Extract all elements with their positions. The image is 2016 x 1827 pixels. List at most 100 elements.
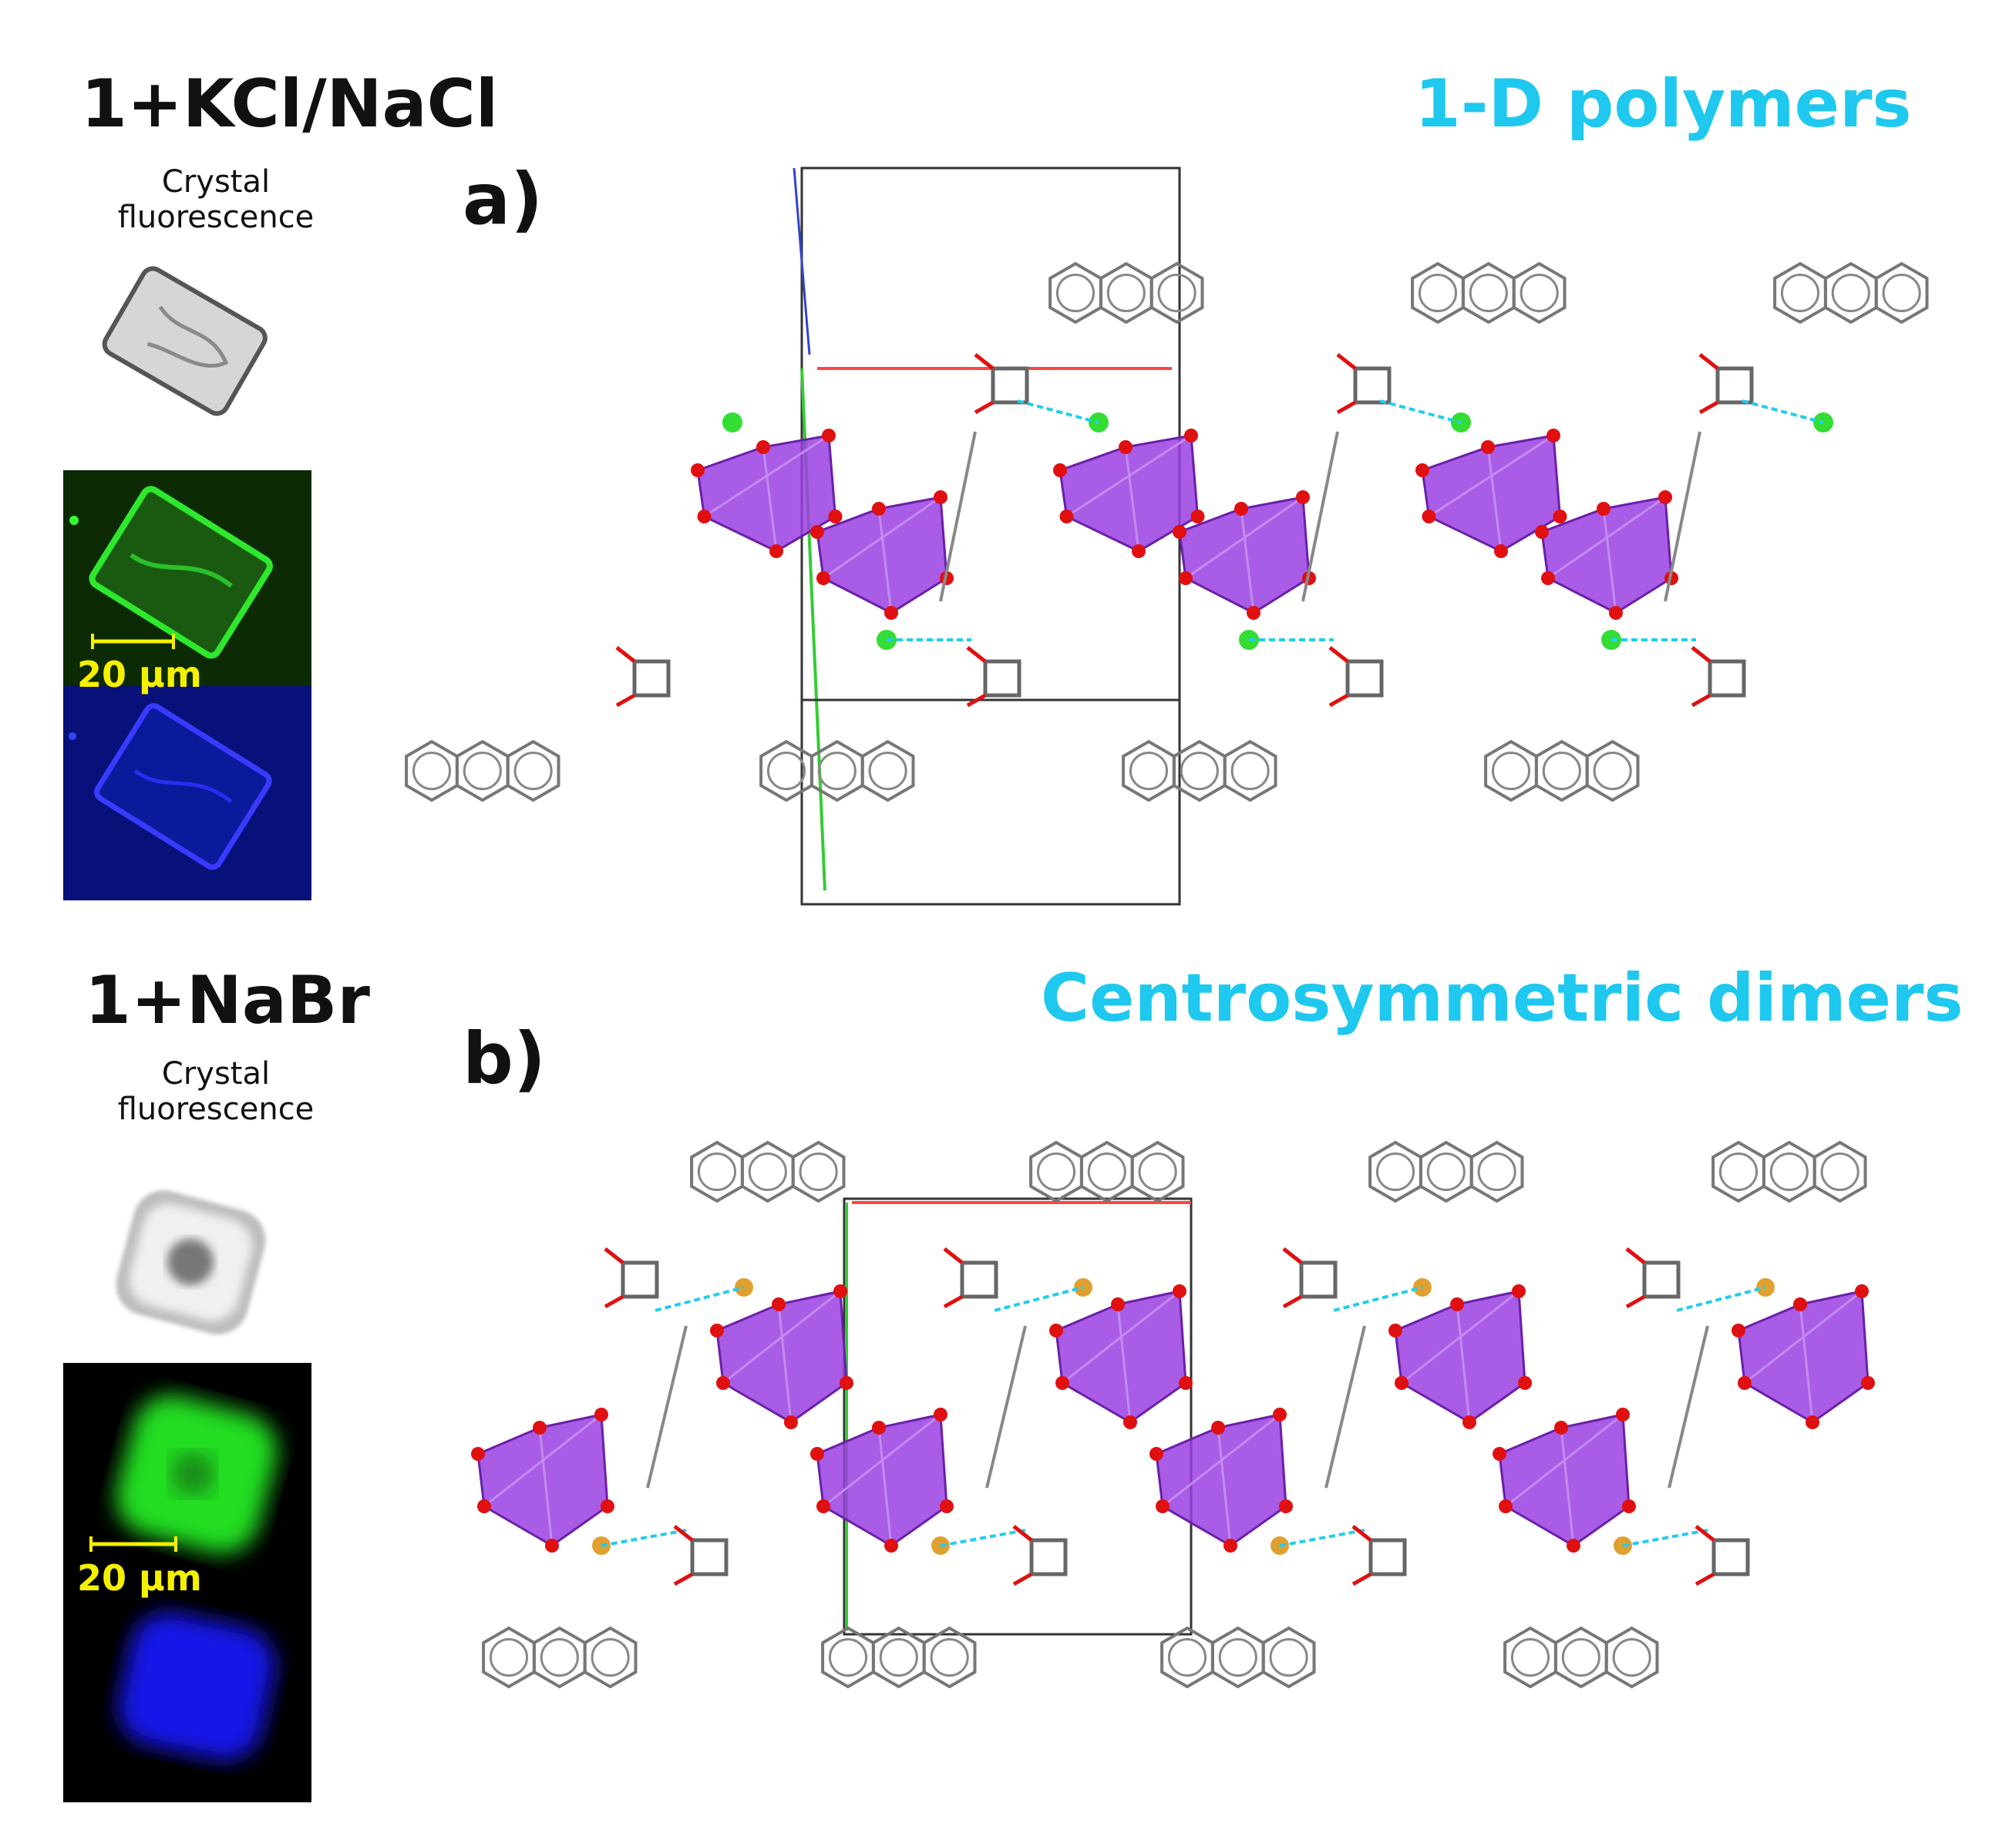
na-polyhedron-lower-b1-edge <box>823 1413 941 1508</box>
scale-bar-label-top: 20 µm <box>77 654 202 695</box>
na-polyhedron-lower-b1-oxygen-atom <box>872 1421 886 1435</box>
compound-label-bottom: 1+NaBr <box>85 962 370 1039</box>
anthracene-top-b2-ring <box>1469 1140 1524 1203</box>
squaramide-bottom-b3 <box>1711 1538 1750 1576</box>
squaramide-bottom-b2-oxo <box>1351 1572 1372 1586</box>
anthracene-top-b0-ring <box>791 1140 846 1203</box>
anthracene-top-b1-ring-inner <box>1087 1152 1126 1192</box>
anthracene-top-b3-ring-inner <box>1718 1152 1759 1192</box>
na-polyhedron-lower-b1-oxygen-atom <box>816 1499 830 1513</box>
anthracene-top-b0-ring-inner <box>799 1152 838 1192</box>
linker-b <box>985 1325 1027 1489</box>
anthracene-top-b3-ring <box>1812 1140 1867 1203</box>
hydrogen-bond-b <box>1279 1529 1365 1547</box>
anthracene-bottom-a1-ring-inner <box>1230 751 1270 791</box>
crystal-blue-fluorescence-image-top <box>63 686 311 900</box>
squaramide-top-b1-oxo <box>943 1247 964 1264</box>
squaramide-bottom-b0-oxo <box>673 1572 694 1586</box>
hydrogen-bond-b <box>1333 1286 1423 1312</box>
k-polyhedron-a0-oxygen-atom <box>691 463 705 477</box>
anthracene-bottom-b0-ring <box>583 1626 638 1689</box>
na-polyhedron-lower-b1-edge <box>877 1427 893 1546</box>
crystal-green-fluorescence-image-top <box>63 470 311 686</box>
na-polyhedron-lower-b0-oxygen-atom <box>594 1408 608 1422</box>
anthracene-top-a0-ring-inner <box>1106 273 1146 313</box>
squaramide-top-a1-oxo <box>1336 400 1357 415</box>
na-polyhedron-a1-oxygen-atom <box>1247 606 1260 620</box>
k-polyhedron-a1-edge <box>1124 446 1140 552</box>
anthracene-bottom-a2-ring-inner <box>1491 751 1531 791</box>
na-polyhedron-lower-b1-oxygen-atom <box>934 1408 947 1422</box>
structure-title-bottom: Centrosymmetric dimers <box>1041 960 1964 1037</box>
squaramide-bottom-b0 <box>690 1538 729 1576</box>
anthracene-top-a1-ring <box>1512 261 1567 325</box>
anthracene-top-b2-ring-inner <box>1477 1152 1516 1192</box>
na-polyhedron-a2-edge <box>1547 496 1666 580</box>
na-polyhedron-upper-b3-oxygen-atom <box>1806 1415 1819 1429</box>
anthracene-top-b1-ring <box>1130 1140 1185 1203</box>
anthracene-bottom-b3-ring-inner <box>1612 1637 1651 1677</box>
na-polyhedron-a1-oxygen-atom <box>1173 525 1186 539</box>
k-polyhedron-a0-oxygen-atom <box>822 429 836 442</box>
linker-b <box>1668 1325 1709 1489</box>
na-polyhedron-a0-oxygen-atom <box>872 502 886 516</box>
na-polyhedron-upper-b0-oxygen-atom <box>784 1415 798 1429</box>
anthracene-bottom-b3-ring-inner <box>1561 1637 1600 1677</box>
na-polyhedron-upper-b3-edge <box>1744 1290 1863 1385</box>
anthracene-top-a1-ring-inner <box>1520 273 1559 313</box>
na-polyhedron-lower-b2-edge <box>1217 1427 1232 1546</box>
anthracene-bottom-a0-ring <box>860 739 915 802</box>
anthracene-bottom-a1-ring <box>1223 739 1277 802</box>
anthracene-bottom-b2-ring-inner <box>1167 1637 1207 1677</box>
squaramide-bottom-a1-oxo <box>1328 693 1349 708</box>
structure-title-top: 1-D polymers <box>1415 66 1912 143</box>
k-polyhedron-a0-oxygen-atom <box>769 544 783 558</box>
na-polyhedron-lower-b0-oxygen-atom <box>601 1499 614 1513</box>
k-polyhedron-a1-oxygen-atom <box>1132 544 1146 558</box>
anthracene-bottom-a1-ring-inner <box>1129 751 1169 791</box>
na-polyhedron-lower-b2-oxygen-atom <box>1211 1421 1225 1435</box>
na-polyhedron-upper-b2-oxygen-atom <box>1512 1284 1526 1298</box>
na-polyhedron-lower-b3-edge <box>1505 1413 1624 1508</box>
na-polyhedron-upper-b2-edge <box>1456 1304 1471 1423</box>
anthracene-bottom-a2-ring <box>1585 739 1640 802</box>
squaramide-bottom-a-left-oxo <box>615 646 636 663</box>
na-polyhedron-lower-b1 <box>816 1413 948 1547</box>
hydrogen-bond-b <box>994 1286 1084 1312</box>
na-polyhedron-upper-b0-oxygen-atom <box>710 1324 724 1337</box>
anthracene-top-a2-ring <box>1874 261 1929 325</box>
na-polyhedron-upper-b2-oxygen-atom <box>1388 1324 1402 1337</box>
squaramide-top-b2-oxo <box>1282 1247 1303 1264</box>
squaramide-bottom-a2-oxo <box>1691 646 1711 663</box>
squaramide-top-b1 <box>960 1260 998 1299</box>
na-polyhedron-upper-b3-oxygen-atom <box>1793 1297 1807 1311</box>
squaramide-top-b0-oxo <box>604 1247 624 1264</box>
na-polyhedron-a1-edge <box>1240 508 1255 614</box>
anthracene-top-b3-ring-inner <box>1769 1152 1809 1192</box>
na-polyhedron-lower-b2 <box>1155 1413 1287 1547</box>
na-polyhedron-upper-b0-oxygen-atom <box>833 1284 847 1298</box>
anthracene-top-b0-ring-inner <box>697 1152 737 1192</box>
na-polyhedron-lower-b1-oxygen-atom <box>884 1539 898 1553</box>
squaramide-bottom-a0-oxo <box>966 646 987 663</box>
na-polyhedron-a2-oxygen-atom <box>1658 490 1672 504</box>
na-polyhedron-lower-b3-oxygen-atom <box>1493 1447 1506 1461</box>
squaramide-bottom-b1 <box>1029 1538 1068 1576</box>
na-polyhedron-upper-b1-oxygen-atom <box>1111 1297 1125 1311</box>
anthracene-bottom-b2-ring <box>1261 1626 1316 1689</box>
squaramide-top-a2 <box>1715 366 1754 405</box>
anthracene-bottom-a2-ring-inner <box>1542 751 1581 791</box>
anthracene-bottom-b3-ring <box>1604 1626 1659 1689</box>
anthracene-bottom-b1-ring-inner <box>879 1637 918 1677</box>
squaramide-bottom-a0-oxo <box>966 693 987 708</box>
anthracene-bottom-a0-ring-inner <box>868 751 907 791</box>
panel-letter-a: a) <box>463 158 544 241</box>
na-polyhedron-lower-b3-oxygen-atom <box>1622 1499 1636 1513</box>
na-polyhedron-a2-oxygen-atom <box>1609 606 1623 620</box>
na-polyhedron-a0-edge <box>823 496 941 580</box>
k-polyhedron-a2-edge <box>1428 434 1554 518</box>
panel-letter-b: b) <box>463 1018 546 1100</box>
anthracene-top-a2-ring-inner <box>1882 273 1921 313</box>
na-polyhedron-lower-b2-oxygen-atom <box>1273 1408 1287 1422</box>
na-polyhedron-upper-b0-oxygen-atom <box>772 1297 786 1311</box>
